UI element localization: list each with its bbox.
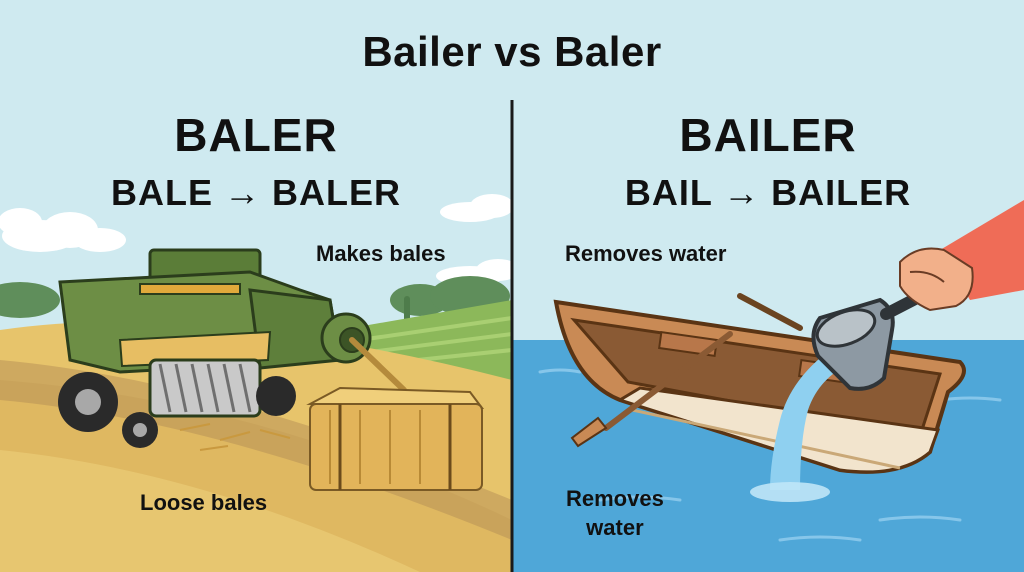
water-stream [770,350,848,490]
loose-bales-label: Loose bales [140,490,268,515]
hay-baler-illustration [58,248,407,451]
bailer-heading: BAILER [679,109,857,161]
makes-bales-label: Makes bales [316,241,446,266]
cloud-icon [440,194,514,222]
removes-water-label-bottom: Removes water [566,484,664,542]
bailer-formula: BAIL → BAILER [624,172,912,213]
page-title: Bailer vs Baler [362,28,662,75]
baler-formula: BALE → BALER [111,172,401,213]
cloud-icon [0,208,126,252]
hand-illustration [899,200,1024,312]
removes-water-label: Removes water [565,241,727,266]
removes-line: Removes [566,486,664,511]
bailer-scoop-illustration [811,276,954,391]
hay-bale-illustration [306,386,485,491]
baler-heading: BALER [174,109,338,161]
water-line: water [586,515,644,540]
